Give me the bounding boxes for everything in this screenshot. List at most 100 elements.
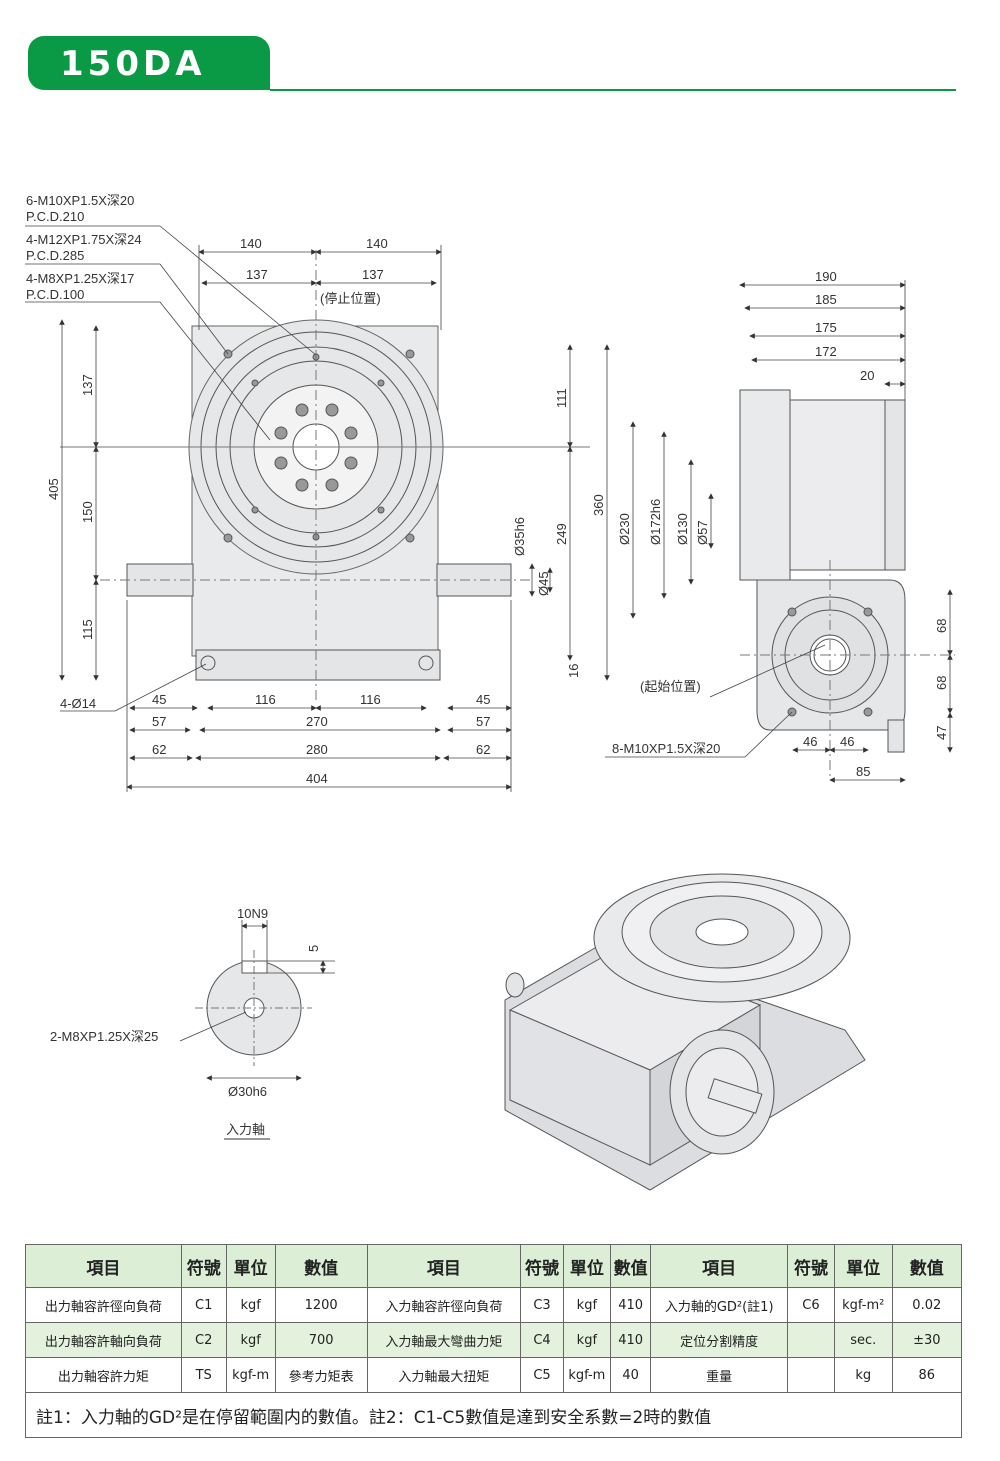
table-cell: 40	[609, 1357, 652, 1393]
table-cell	[786, 1357, 835, 1393]
table-header-row: 項目 符號 單位 數值 項目 符號 單位 數值 項目 符號 單位 數值	[25, 1244, 963, 1288]
front-view-labels: 6-M10XP1.5X深20 P.C.D.210 4-M12XP1.75X深24…	[26, 193, 606, 786]
table-cell: C1	[180, 1287, 227, 1323]
table-cell: 定位分割精度	[650, 1322, 788, 1358]
table-cell: 出力軸容許軸向負荷	[25, 1322, 182, 1358]
table-cell: kgf	[225, 1287, 276, 1323]
header-rule	[270, 89, 956, 91]
dim-phi130: Ø130	[675, 513, 690, 545]
dim-360: 360	[591, 494, 606, 516]
table-cell: 410	[609, 1322, 652, 1358]
table-cell: 入力軸的GD²(註1)	[650, 1287, 788, 1323]
key-label: 10N9	[237, 906, 268, 921]
isometric-illustration	[504, 873, 866, 1191]
table-cell	[786, 1322, 835, 1358]
dim-57-left: 57	[152, 714, 166, 729]
input-shaft-labels: 10N9 5 2-M8XP1.25X深25 Ø30h6 入力軸	[50, 906, 321, 1140]
header-item: 項目	[650, 1244, 788, 1288]
dim-172: 172	[815, 344, 837, 359]
dim-115-v: 115	[80, 619, 95, 640]
header-value: 數值	[891, 1244, 963, 1288]
dim-45-right: 45	[476, 692, 490, 707]
model-title: 150DA	[60, 44, 206, 84]
dim-shaft-35h6: Ø35h6	[512, 517, 527, 556]
table-cell: kgf-m	[225, 1357, 276, 1393]
header-unit: 單位	[225, 1244, 276, 1288]
table-note: 註1：入力軸的GD²是在停留範圍内的數值。註2：C1-C5數值是達到安全系數=2…	[25, 1392, 962, 1438]
callout-m12: 4-M12XP1.75X深24	[26, 232, 142, 247]
model-tab	[28, 36, 270, 90]
dim-175: 175	[815, 320, 837, 335]
dim-190: 190	[815, 269, 837, 284]
dim-47: 47	[934, 726, 949, 740]
table-cell: kg	[833, 1357, 893, 1393]
table-cell: kgf	[562, 1322, 611, 1358]
spec-table: 項目 符號 單位 數值 項目 符號 單位 數值 項目 符號 單位 數值 出力軸容…	[25, 1244, 963, 1438]
table-cell: C2	[180, 1322, 227, 1358]
table-note-row: 註1：入力軸的GD²是在停留範圍内的數值。註2：C1-C5數值是達到安全系數=2…	[25, 1392, 962, 1438]
front-view	[60, 250, 590, 700]
table-cell: kgf-m²	[833, 1287, 893, 1323]
dim-405: 405	[46, 478, 61, 500]
table-row: 出力軸容許徑向負荷 C1 kgf 1200 入力軸容許徑向負荷 C3 kgf 4…	[25, 1287, 963, 1323]
table-cell: 入力軸最大扭矩	[366, 1357, 522, 1393]
table-cell: 410	[609, 1287, 652, 1323]
shaft-diameter-label: Ø30h6	[228, 1084, 267, 1099]
dim-137-v: 137	[80, 374, 95, 396]
callout-pcd285: P.C.D.285	[26, 248, 84, 263]
table-cell: 0.02	[891, 1287, 963, 1323]
table-cell: C3	[520, 1287, 564, 1323]
dim-150-v: 150	[80, 501, 95, 523]
dim-116-left: 116	[255, 692, 276, 707]
input-shaft-view	[195, 950, 312, 1066]
header-unit: 單位	[562, 1244, 611, 1288]
dim-140-left: 140	[240, 236, 262, 251]
dim-185: 185	[815, 292, 837, 307]
input-shaft-title: 入力軸	[226, 1122, 265, 1137]
dim-46-left: 46	[803, 734, 817, 749]
table-cell: kgf	[225, 1322, 276, 1358]
table-cell: kgf-m	[562, 1357, 611, 1393]
table-row: 出力軸容許力矩 TS kgf-m 參考力矩表 入力軸最大扭矩 C5 kgf-m …	[25, 1357, 963, 1393]
header-unit: 單位	[833, 1244, 893, 1288]
header-value: 數值	[274, 1244, 368, 1288]
table-cell: 重量	[650, 1357, 788, 1393]
table-cell: 入力軸最大彎曲力矩	[366, 1322, 522, 1358]
dim-phi230: Ø230	[617, 513, 632, 545]
header-symbol: 符號	[180, 1244, 227, 1288]
table-cell: TS	[180, 1357, 227, 1393]
dim-20: 20	[860, 368, 874, 383]
dim-68-upper: 68	[934, 619, 949, 633]
table-cell: C4	[520, 1322, 564, 1358]
dim-62-right: 62	[476, 742, 490, 757]
dim-116-right: 116	[360, 692, 381, 707]
key-depth-label: 5	[306, 945, 321, 952]
table-cell: C5	[520, 1357, 564, 1393]
header-item: 項目	[366, 1244, 522, 1288]
dim-111: 111	[554, 388, 569, 408]
dim-68-lower: 68	[934, 676, 949, 690]
side-view	[739, 389, 955, 780]
dim-404: 404	[306, 771, 328, 786]
table-cell: 出力軸容許力矩	[25, 1357, 182, 1393]
header-item: 項目	[25, 1244, 182, 1288]
dim-57-right: 57	[476, 714, 490, 729]
dim-phi57: Ø57	[695, 520, 710, 545]
dim-46-right: 46	[840, 734, 854, 749]
dim-137-left: 137	[246, 267, 268, 282]
header-symbol: 符號	[786, 1244, 835, 1288]
callout-pcd210: P.C.D.210	[26, 209, 84, 224]
dim-249: 249	[554, 523, 569, 545]
dim-16: 16	[566, 664, 581, 678]
dim-280: 280	[306, 742, 328, 757]
dim-62-left: 62	[152, 742, 166, 757]
side-view-labels: 190 185 175 172 20 Ø230 Ø172h6 Ø130 Ø57 …	[612, 269, 949, 779]
dim-270: 270	[306, 714, 328, 729]
dim-45-left: 45	[152, 692, 166, 707]
dim-shaft-45: Ø45	[536, 571, 551, 596]
table-cell: kgf	[562, 1287, 611, 1323]
dim-140-right: 140	[366, 236, 388, 251]
table-cell: ±30	[891, 1322, 963, 1358]
callout-m8: 4-M8XP1.25X深17	[26, 271, 134, 286]
